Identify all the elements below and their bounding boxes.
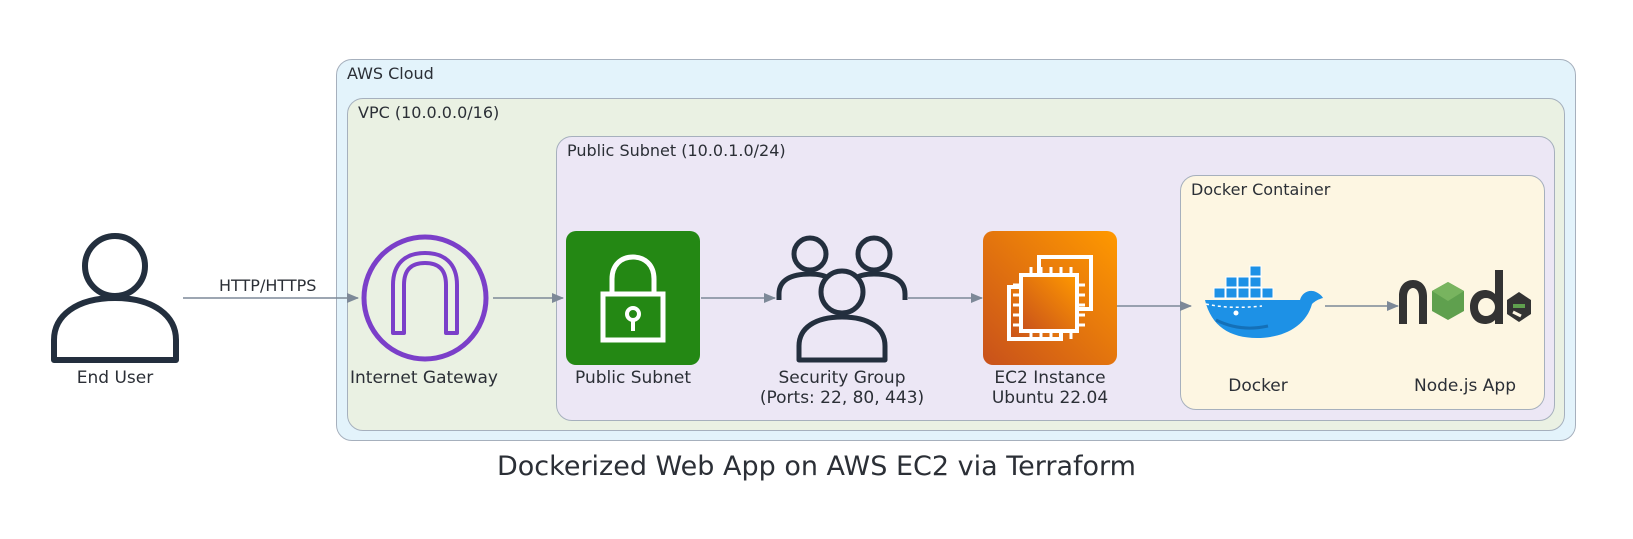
nodejs-logo-icon (1399, 270, 1531, 324)
docker-container-label: Docker Container (1191, 180, 1331, 199)
public-subnet-cluster-label: Public Subnet (10.0.1.0/24) (567, 141, 786, 160)
end-user-label: End User (76, 368, 154, 388)
user-icon (51, 233, 179, 363)
aws-cloud-label: AWS Cloud (347, 64, 434, 83)
internet-gateway-icon (361, 234, 489, 362)
docker-label: Docker (1228, 376, 1288, 396)
ec2-instance-label-line1: EC2 Instance (994, 368, 1106, 388)
ec2-instance-label-line2: Ubuntu 22.04 (991, 388, 1109, 408)
diagram-title: Dockerized Web App on AWS EC2 via Terraf… (497, 451, 1136, 482)
security-group-label-line1: Security Group (778, 368, 906, 388)
ec2-instance-label: EC2 Instance Ubuntu 22.04 (992, 368, 1108, 408)
vpc-label: VPC (10.0.0.0/16) (358, 103, 500, 122)
ec2-chip-icon (983, 231, 1117, 365)
security-group-label-line2: (Ports: 22, 80, 443) (759, 388, 925, 408)
edge-label-http: HTTP/HTTPS (219, 276, 317, 295)
docker-whale-icon (1205, 265, 1323, 338)
security-group-label: Security Group (Ports: 22, 80, 443) (760, 368, 924, 408)
lock-icon (566, 231, 700, 365)
internet-gateway-label: Internet Gateway (349, 368, 499, 388)
public-subnet-node-label: Public Subnet (575, 368, 691, 388)
nodejs-app-label: Node.js App (1414, 376, 1516, 396)
users-group-icon (776, 235, 908, 363)
